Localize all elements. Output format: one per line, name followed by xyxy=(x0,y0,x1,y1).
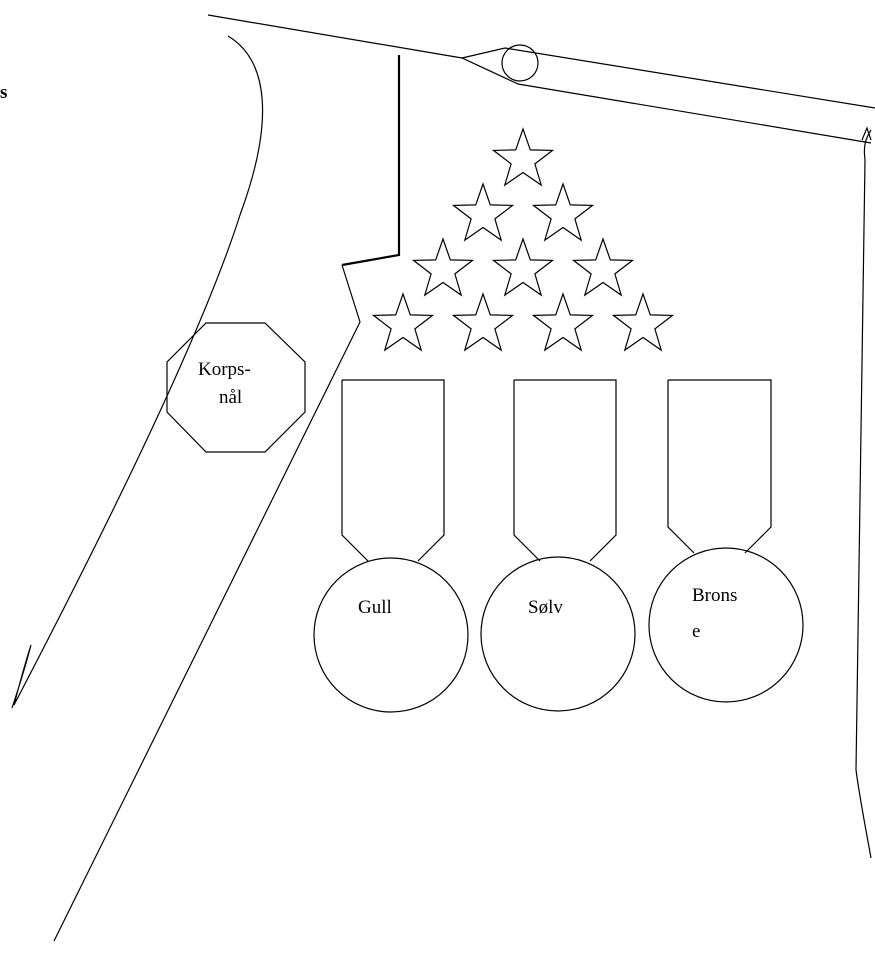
medal-silver-label: Sølv xyxy=(528,597,563,618)
star-row2-1 xyxy=(451,182,515,242)
corps-pin: Korps- nål xyxy=(166,322,306,453)
left-lapel-tip xyxy=(11,644,32,709)
shoulder-strap xyxy=(461,47,875,109)
star-row3-3 xyxy=(571,237,635,297)
sleeve-seam xyxy=(855,129,872,859)
shoulder-seam xyxy=(207,14,872,144)
star-row3-2 xyxy=(491,237,555,297)
medal-silver-disc xyxy=(480,556,636,712)
collar-notch xyxy=(341,55,401,267)
front-edge xyxy=(53,264,361,942)
medal-bronze-disc xyxy=(648,547,804,703)
medal-bronze-ribbon xyxy=(667,379,772,554)
medal-bronze: Brons e xyxy=(648,379,804,703)
strap-button xyxy=(501,44,539,82)
star-row2-2 xyxy=(531,182,595,242)
star-row4-1 xyxy=(371,292,435,352)
medal-gold-disc xyxy=(313,557,469,713)
medal-gold-label: Gull xyxy=(358,597,392,618)
medal-silver: Sølv xyxy=(480,379,636,712)
corps-pin-label-line1: Korps- xyxy=(198,359,251,380)
cut-off-label: s xyxy=(0,82,8,103)
sleeve-seam-tip xyxy=(861,126,872,141)
star-row4-3 xyxy=(531,292,595,352)
medal-silver-ribbon xyxy=(513,379,617,562)
medal-bronze-label-line1: Brons xyxy=(692,585,737,606)
stars-pyramid xyxy=(371,127,675,352)
left-lapel-edge xyxy=(13,35,264,706)
corps-pin-label-line2: nål xyxy=(219,387,242,408)
star-row1-1 xyxy=(491,127,555,187)
medal-gold: Gull xyxy=(313,379,469,713)
corps-pin-octagon xyxy=(166,322,306,453)
star-row3-1 xyxy=(411,237,475,297)
star-row4-4 xyxy=(611,292,675,352)
medal-gold-ribbon xyxy=(341,379,445,562)
star-row4-2 xyxy=(451,292,515,352)
medal-bronze-label-line2: e xyxy=(692,621,700,642)
